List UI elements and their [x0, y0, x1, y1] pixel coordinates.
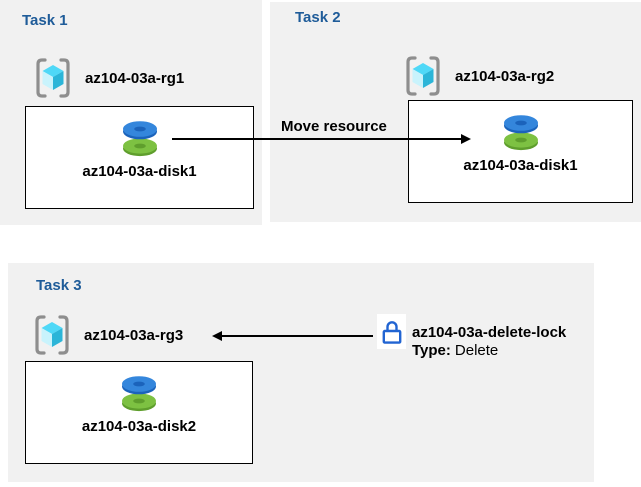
lock-type-value: Delete [454, 342, 499, 359]
disk-name: az104-03a-disk2 [81, 418, 197, 435]
lock-text: az104-03a-delete-lock Type:Delete [412, 324, 566, 360]
resource-group-icon [35, 315, 69, 355]
lock-arrow-line [222, 335, 373, 337]
resource-group-icon [406, 56, 440, 96]
lock-name: az104-03a-delete-lock [412, 324, 567, 341]
task2-title: Task 2 [295, 9, 341, 26]
resource-group-name: az104-03a-rg1 [85, 69, 185, 87]
lock-chip [377, 314, 406, 349]
disk-icon [122, 376, 156, 412]
lock-icon [382, 320, 401, 344]
lock-arrow-head [212, 330, 222, 341]
lock-type-label: Type: [412, 342, 451, 359]
task1-resource-group: az104-03a-rg1 [34, 57, 184, 99]
task3-title: Task 3 [36, 277, 82, 294]
move-arrow-head [461, 133, 471, 144]
disk-icon [122, 121, 157, 157]
task3-resource-group: az104-03a-rg3 [33, 314, 183, 356]
task2-disk-box: az104-03a-disk1 [408, 100, 633, 203]
resource-group-name: az104-03a-rg2 [455, 67, 555, 85]
resource-group-icon [36, 58, 70, 98]
disk-name: az104-03a-disk1 [82, 163, 197, 180]
disk-icon [503, 115, 538, 151]
task1-title: Task 1 [22, 12, 68, 29]
move-resource-label: Move resource [281, 118, 387, 135]
resource-group-name: az104-03a-rg3 [84, 326, 184, 344]
disk-name: az104-03a-disk1 [463, 157, 578, 174]
task3-disk-box: az104-03a-disk2 [25, 361, 253, 464]
move-arrow-line [172, 138, 461, 140]
task2-resource-group: az104-03a-rg2 [404, 55, 554, 97]
lock-type: Type:Delete [412, 342, 566, 360]
task1-disk-box: az104-03a-disk1 [25, 106, 254, 209]
